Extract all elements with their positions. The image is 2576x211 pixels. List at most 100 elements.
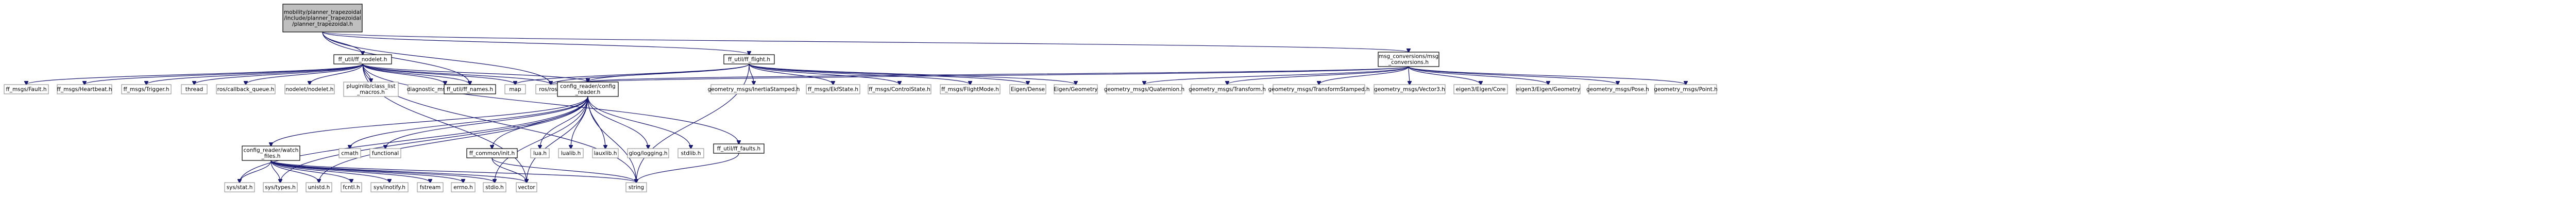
node-box — [1654, 84, 1717, 94]
node-flightmode: ff_msgs/FlightMode.h — [940, 84, 1001, 94]
node-thread: thread — [181, 84, 208, 94]
node-ff-nodelet[interactable]: ff_util/ff_nodelet.h — [333, 54, 392, 64]
node-stdlib: stdlib.h — [677, 148, 704, 158]
node-box — [338, 148, 361, 158]
node-label: geometry_msgs/Point.h — [1654, 86, 1718, 92]
node-box — [224, 182, 255, 192]
node-label: vector — [518, 184, 535, 190]
edge-config_reader-to-cmath — [350, 96, 588, 149]
node-box — [625, 182, 647, 192]
node-label: ff_util/ff_faults.h — [717, 145, 760, 152]
edge-config_reader-to-luah — [540, 96, 588, 149]
node-box — [417, 182, 444, 192]
node-root: mobility/planner_trapezoidal/include/pla… — [282, 4, 363, 33]
node-box — [1588, 84, 1647, 94]
edge-ff_flight-to-inertia — [749, 63, 754, 85]
node-label: ff_util/ff_names.h — [447, 86, 493, 92]
node-label: eigen3/Eigen/Core — [1456, 86, 1506, 92]
node-stdio: stdio.h — [483, 182, 506, 192]
node-label: geometry_msgs/InertiaStamped.h — [708, 86, 800, 92]
node-ff-names[interactable]: ff_util/ff_names.h — [444, 84, 496, 94]
edge-config_reader-to-glog — [587, 96, 648, 149]
edge-config_reader-to-stdio — [495, 96, 588, 183]
node-commonutil[interactable]: ff_common/init.h — [466, 148, 518, 158]
node-eigencore: eigen3/Eigen/Core — [1453, 84, 1508, 94]
node-msg-conv[interactable]: msg_conversions/msg_conversions.h — [1378, 52, 1439, 67]
node-label: unistd.h — [308, 184, 330, 190]
node-pose: geometry_msgs/Pose.h — [1586, 84, 1649, 94]
node-config-reader[interactable]: config_reader/config_reader.h — [557, 82, 619, 97]
node-ff-faults[interactable]: ff_util/ff_faults.h — [713, 143, 765, 154]
node-point: geometry_msgs/Point.h — [1654, 84, 1718, 94]
edge-root-to-msg_conv — [322, 31, 1409, 52]
node-pluginlib: pluginlib/class_list_macros.h — [343, 82, 399, 97]
edge-ff_flight-to-string — [636, 63, 750, 183]
edge-watch-to-fstream — [270, 160, 430, 183]
node-label: geometry_msgs/TransformStamped.h — [1268, 86, 1370, 92]
edge-root-to-ff_names — [322, 31, 470, 85]
node-systypes: sys/types.h — [263, 182, 298, 192]
node-box — [284, 84, 335, 94]
node-box — [282, 4, 363, 33]
edge-ff_nodelet-to-callback — [246, 63, 363, 85]
node-eigen-dense: Eigen/Dense — [1009, 84, 1046, 94]
node-box — [557, 82, 619, 97]
edge-msg_conv-to-eigencore — [1408, 66, 1481, 85]
node-unistd: unistd.h — [306, 182, 332, 192]
node-watch[interactable]: config_reader/watch_files.h — [242, 145, 300, 161]
node-box — [1516, 84, 1581, 94]
node-nodelet: nodelet/nodelet.h — [284, 84, 335, 94]
node-label: map — [509, 86, 521, 92]
edge-ff_flight-to-eigen_geom — [749, 63, 1076, 85]
node-map: map — [504, 84, 526, 94]
node-label: _reader.h — [575, 89, 601, 95]
node-label: msg_conversions/msg — [1379, 54, 1438, 60]
edge-ff_nodelet-to-rosh — [362, 63, 551, 85]
edge-watch-to-sysstat — [240, 160, 272, 183]
node-glog: glog/logging.h — [627, 148, 669, 158]
node-box — [483, 182, 506, 192]
edge-msg_conv-to-rosh — [551, 66, 1409, 85]
node-label: /include/planner_trapezoidal — [284, 15, 361, 21]
node-box — [592, 148, 619, 158]
node-label: string — [629, 184, 644, 190]
node-label: pluginlib/class_list — [346, 84, 395, 90]
edge-config_reader-to-watch — [271, 96, 588, 146]
edge-ff_nodelet-to-ff_names — [362, 63, 470, 85]
node-label: geometry_msgs/Vector3.h — [1374, 86, 1445, 92]
node-label: /planner_trapezoidal.h — [292, 21, 353, 27]
edge-ff_flight-to-ctrlstate — [749, 63, 900, 85]
edge-msg_conv-to-vector3 — [1409, 66, 1410, 85]
node-fault-msg: ff_msgs/Fault.h — [4, 84, 49, 94]
node-label: config_reader/watch — [244, 148, 299, 154]
node-label: glog/logging.h — [629, 150, 667, 156]
edge-watch-to-errno — [270, 160, 463, 183]
node-box — [1453, 84, 1508, 94]
edge-ff_flight-to-ekf — [749, 63, 833, 85]
edge-msg_conv-to-quat — [1144, 66, 1409, 85]
edge-ff_flight-to-config_reader — [588, 63, 750, 82]
node-label: ros/callback_queue.h — [217, 86, 275, 92]
node-label: stdlib.h — [681, 150, 701, 156]
edge-ff_nodelet-to-map — [362, 63, 515, 85]
node-label: _macros.h — [357, 89, 385, 95]
node-eigen-geom: Eigen/Geometry — [1054, 84, 1098, 94]
edge-config_reader-to-string — [587, 96, 636, 183]
node-label: _files.h — [261, 153, 281, 159]
node-label: ff_util/ff_flight.h — [728, 56, 770, 62]
node-fstream: fstream — [417, 182, 444, 192]
node-luah: lua.h — [530, 148, 550, 158]
node-box — [341, 182, 362, 192]
node-box — [710, 84, 797, 94]
node-box — [242, 145, 300, 161]
edge-ff_nodelet-to-ff_faults — [362, 63, 739, 144]
node-ff-flight[interactable]: ff_util/ff_flight.h — [723, 54, 775, 64]
edge-msg_conv-to-transform — [1227, 66, 1409, 85]
node-inertia: geometry_msgs/InertiaStamped.h — [708, 84, 800, 94]
node-label: ff_msgs/EkfState.h — [808, 86, 858, 92]
node-label: cmath — [341, 150, 358, 156]
edge-root-to-ff_flight — [322, 31, 749, 55]
edge-msg_conv-to-pose — [1408, 66, 1618, 85]
node-inotify: sys/inotify.h — [370, 182, 409, 192]
